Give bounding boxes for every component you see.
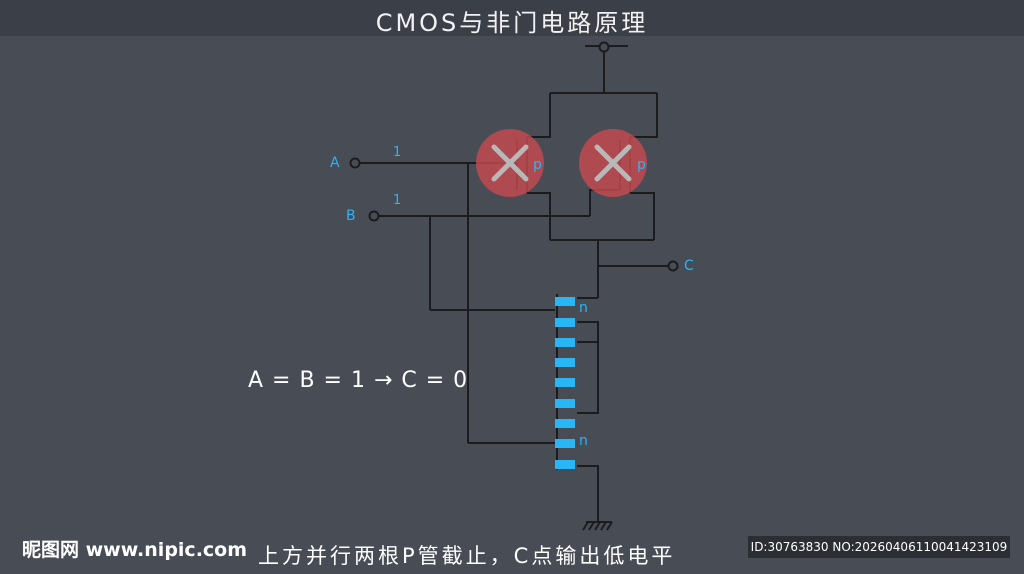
input-a-value: 1 bbox=[393, 145, 402, 160]
input-a-terminal bbox=[349, 157, 361, 169]
input-b-label: B bbox=[346, 208, 356, 224]
input-a-label: A bbox=[330, 155, 340, 171]
nmos1-label: n bbox=[579, 300, 588, 316]
pmos1-off-marker bbox=[476, 129, 544, 197]
output-c-label: C bbox=[684, 258, 694, 274]
nmos-mid-link bbox=[577, 341, 599, 414]
vdd-terminal bbox=[598, 41, 610, 53]
output-c-terminal bbox=[667, 260, 679, 272]
subtitle-caption: 上方并行两根P管截止，C点输出低电平 bbox=[258, 544, 676, 568]
pmos1-drain-wire bbox=[527, 192, 551, 240]
pmos2-drain-wire bbox=[630, 192, 655, 240]
nmos2-label: n bbox=[579, 433, 588, 449]
nmos-plate bbox=[555, 318, 575, 327]
pmos1-source-wire bbox=[527, 93, 551, 138]
nmos-plate bbox=[555, 358, 575, 367]
input-b-value: 1 bbox=[393, 193, 402, 208]
nmos2-to-gnd bbox=[577, 465, 599, 522]
pmos2-source-wire bbox=[630, 93, 658, 138]
title-bar bbox=[0, 0, 1024, 36]
pmos2-label: p bbox=[637, 157, 646, 173]
nmos-plate bbox=[555, 460, 575, 469]
watermark: 昵图网 www.nipic.com bbox=[22, 539, 248, 561]
logic-equation: A = B = 1 → C = 0 bbox=[248, 368, 469, 393]
pmos2-off-marker bbox=[579, 129, 647, 197]
nmos-plate bbox=[555, 338, 575, 347]
nmos-plate bbox=[555, 419, 575, 428]
nmos-plate bbox=[555, 439, 575, 448]
nmos-plate bbox=[555, 399, 575, 408]
image-id-box: ID:30763830 NO:20260406110041423109 bbox=[748, 536, 1010, 558]
nmos-plate bbox=[555, 378, 575, 387]
pmos1-label: p bbox=[533, 157, 542, 173]
input-b-terminal bbox=[368, 210, 380, 222]
nmos-plate bbox=[555, 297, 575, 306]
nmos1-to-n2 bbox=[577, 321, 599, 343]
page-title: CMOS与非门电路原理 bbox=[375, 9, 649, 37]
